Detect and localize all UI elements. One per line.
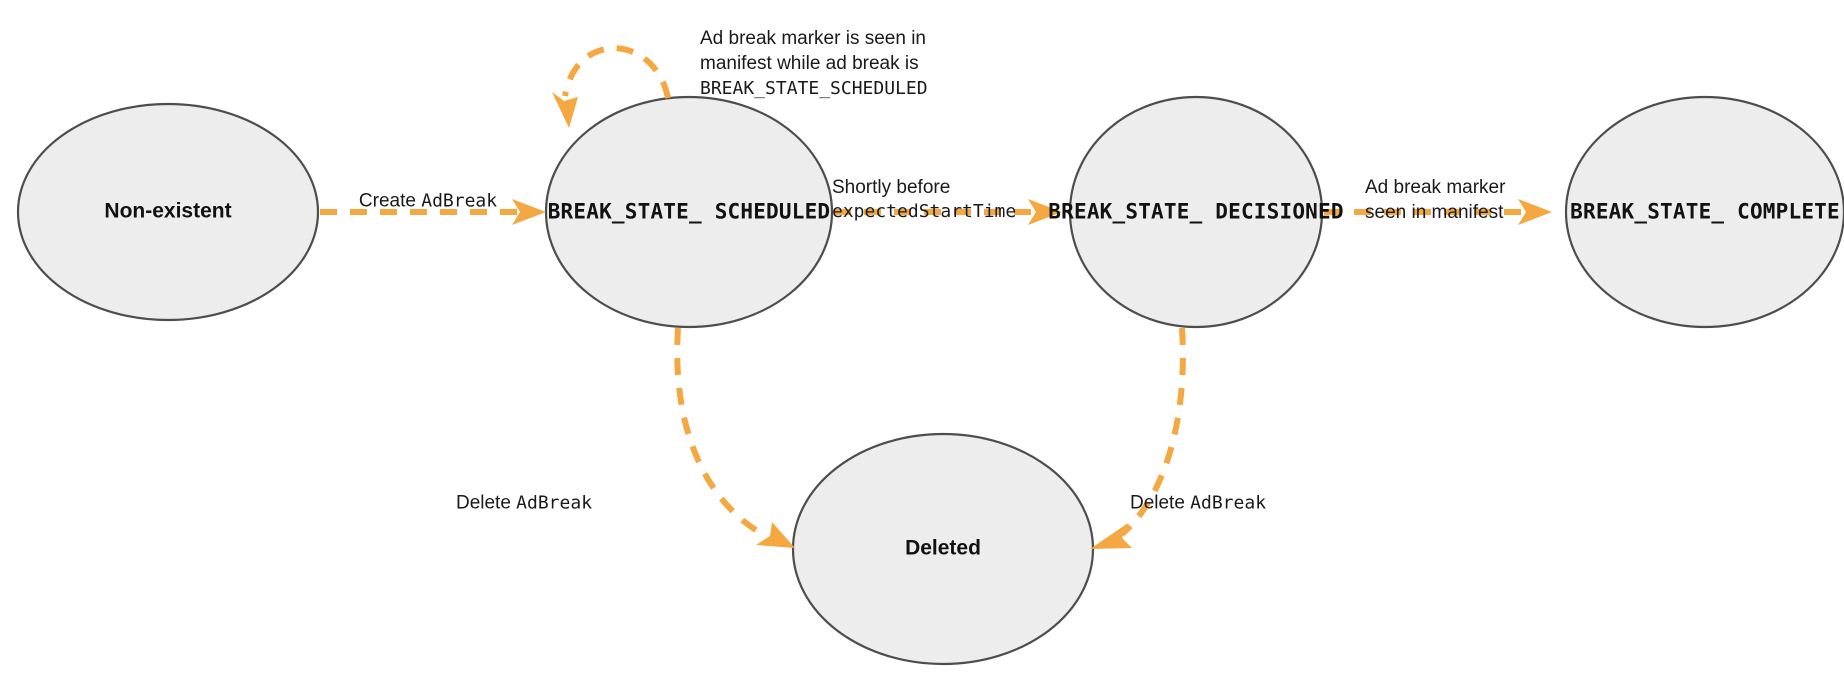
edge-arrowhead-scheduled-to-decisioned bbox=[1028, 199, 1062, 225]
edge-line-scheduled-to-deleted bbox=[674, 327, 764, 537]
edge-create-adbreak bbox=[320, 199, 546, 225]
node-ellipse-break-state-complete[interactable] bbox=[1564, 95, 1844, 329]
edge-arrowhead-scheduled-self-loop bbox=[552, 92, 578, 128]
edge-scheduled-to-decisioned bbox=[834, 199, 1062, 225]
node-deleted[interactable] bbox=[791, 432, 1095, 666]
edge-arrowhead-decisioned-to-complete bbox=[1518, 199, 1552, 225]
edge-line-decisioned-to-deleted bbox=[1120, 327, 1186, 537]
node-ellipse-break-state-decisioned[interactable] bbox=[1068, 95, 1324, 329]
node-break-state-scheduled[interactable] bbox=[544, 95, 834, 329]
node-break-state-decisioned[interactable] bbox=[1068, 95, 1324, 329]
edge-arrowhead-create-adbreak bbox=[512, 199, 546, 225]
edge-decisioned-to-deleted bbox=[1090, 327, 1186, 549]
node-non-existent[interactable] bbox=[16, 102, 320, 322]
edge-line-scheduled-self-loop bbox=[562, 45, 671, 99]
node-ellipse-break-state-scheduled[interactable] bbox=[544, 95, 834, 329]
edge-scheduled-self-loop bbox=[552, 45, 671, 128]
edge-scheduled-to-deleted bbox=[674, 327, 795, 548]
node-break-state-complete[interactable] bbox=[1564, 95, 1844, 329]
edge-arrowhead-decisioned-to-deleted bbox=[1090, 523, 1132, 549]
node-ellipse-deleted[interactable] bbox=[791, 432, 1095, 666]
edge-arrowhead-scheduled-to-deleted bbox=[756, 522, 795, 548]
node-ellipse-non-existent[interactable] bbox=[16, 102, 320, 322]
edge-decisioned-to-complete bbox=[1324, 199, 1552, 225]
